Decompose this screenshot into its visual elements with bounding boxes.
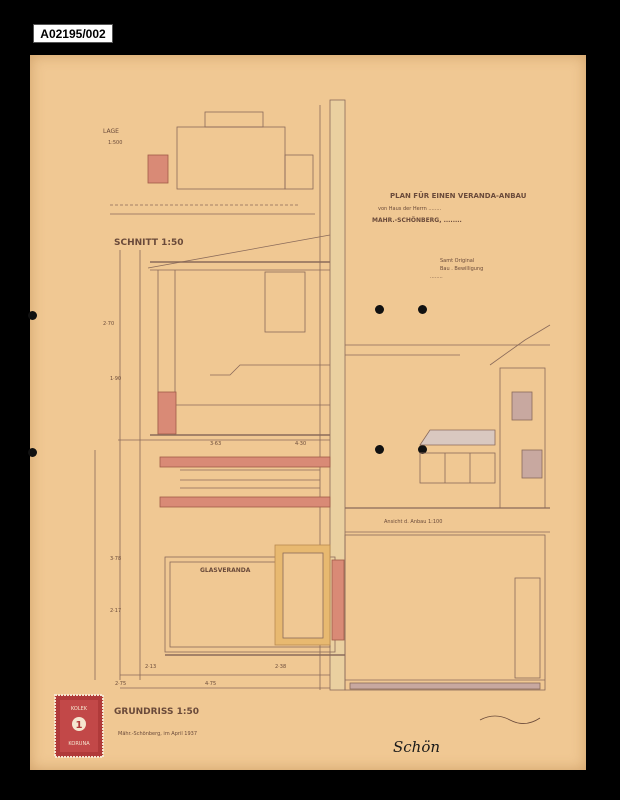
title-line-3: MAHR.-SCHÖNBERG, ........ bbox=[372, 217, 462, 224]
note-line-1: Samt Original bbox=[440, 258, 474, 264]
glasveranda-label: GLASVERANDA bbox=[200, 567, 251, 574]
dim-bottom: 2·38 bbox=[275, 664, 286, 670]
lage-scale: 1:500 bbox=[108, 140, 122, 146]
punch-hole-left-top bbox=[28, 311, 37, 320]
grundriss-label: GRUNDRISS 1:50 bbox=[114, 707, 199, 717]
right-floorplan bbox=[344, 534, 546, 691]
grundriss-floorplan bbox=[94, 250, 345, 689]
punch-hole bbox=[375, 445, 384, 454]
punch-hole bbox=[375, 305, 384, 314]
punch-hole-left-bottom bbox=[28, 448, 37, 457]
dim-bottom: 2·13 bbox=[145, 664, 156, 670]
dim-bottom: 2·75 bbox=[115, 681, 126, 687]
schnitt-label: SCHNITT 1:50 bbox=[114, 238, 184, 248]
architect-signature bbox=[479, 715, 541, 724]
ansicht-elevation bbox=[345, 324, 551, 533]
note-line-2: Bau . Bewilligung bbox=[440, 266, 483, 272]
dim-left: 1·90 bbox=[110, 376, 121, 382]
ansicht-label: Ansicht d. Anbau 1:100 bbox=[384, 519, 442, 525]
dim-section: 4·30 bbox=[295, 441, 306, 447]
dim-bottom: 4·75 bbox=[205, 681, 216, 687]
lage-label: LAGE bbox=[103, 128, 119, 135]
punch-hole bbox=[418, 445, 427, 454]
note-line-3: ........ bbox=[430, 274, 443, 280]
stamp-bottom-text: KORUNA bbox=[68, 741, 90, 747]
dim-section: 3·63 bbox=[210, 441, 221, 447]
dim-left: 3·78 bbox=[110, 556, 121, 562]
archive-id-label: A02195/002 bbox=[33, 24, 113, 43]
dim-section: 2·70 bbox=[103, 321, 114, 327]
blueprint-sheet bbox=[30, 55, 586, 770]
revenue-stamp: KOLEK 1 KORUNA bbox=[54, 694, 104, 758]
stamp-value: 1 bbox=[76, 720, 83, 731]
title-line-1: PLAN FÜR EINEN VERANDA-ANBAU bbox=[390, 191, 527, 200]
date-line: Mähr.-Schönberg, im April 1937 bbox=[118, 731, 197, 737]
lage-site-plan bbox=[110, 111, 315, 215]
schnitt-section bbox=[118, 234, 331, 441]
punch-hole bbox=[418, 305, 427, 314]
dim-left: 2·17 bbox=[110, 608, 121, 614]
title-line-2: von Haus der Herrn ........ bbox=[378, 206, 442, 212]
signature: Schön bbox=[393, 738, 440, 756]
stamp-top-text: KOLEK bbox=[71, 706, 88, 712]
